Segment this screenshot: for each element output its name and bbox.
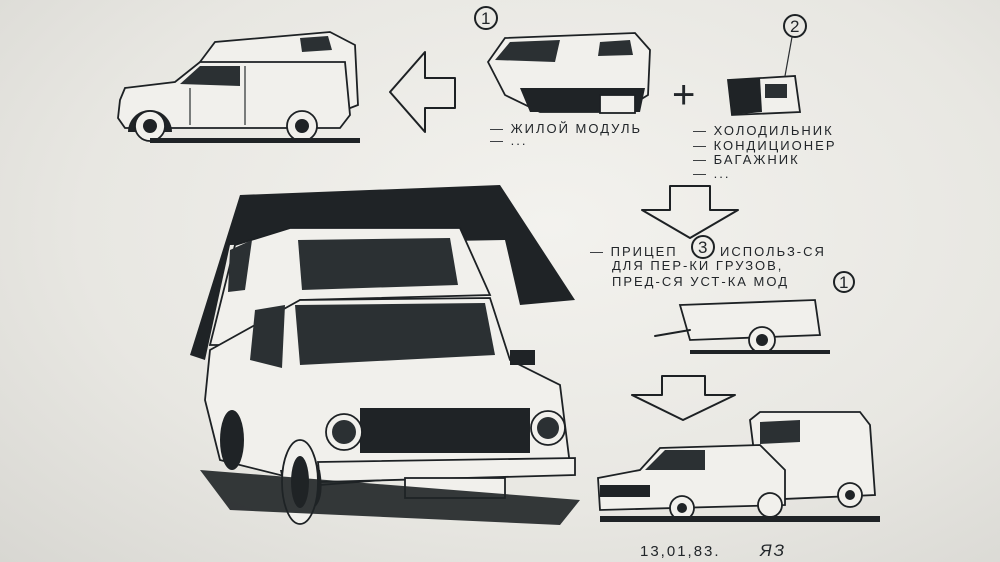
living-module-sketch: 1 [474,6,651,114]
module-2-label: — КОНДИЦИОНЕР [693,138,837,153]
trailer-note-ref: 1 [839,273,848,292]
trailer-note-line2: ДЛЯ ПЕР-КИ ГРУЗОВ, [612,258,783,273]
signature: ЯЗ [759,541,786,560]
trailer-note-line3: ПРЕД-СЯ УСТ-КА МОД [612,274,789,289]
plus-sign: + [672,73,695,117]
down-arrow [641,185,739,239]
module-2-label: — ХОЛОДИЛЬНИК [693,123,834,138]
module-1-number: 1 [481,9,490,28]
down-arrow [631,375,736,421]
module-1-label: — ЖИЛОЙ МОДУЛЬ [490,121,642,136]
trailer-note-line1: ИСПОЛЬЗ-СЯ [720,244,826,259]
module-2-number: 2 [790,17,799,36]
car-with-trailer-sketch [597,411,880,522]
trailer-number: 3 [698,238,707,257]
module-1-label-more: — ... [490,133,527,148]
camper-car-small-sketch [117,31,360,143]
trailer-sketch [654,299,830,354]
module-2-label-more: — ... [693,166,730,181]
date-label: 13,01,83. [640,543,721,560]
storage-module-sketch: 2 [726,14,807,116]
camper-car-large-sketch [190,185,580,525]
module-2-label: — БАГАЖНИК [693,152,800,167]
left-arrow [389,51,456,133]
trailer-note-prefix: — ПРИЦЕП [590,244,678,259]
